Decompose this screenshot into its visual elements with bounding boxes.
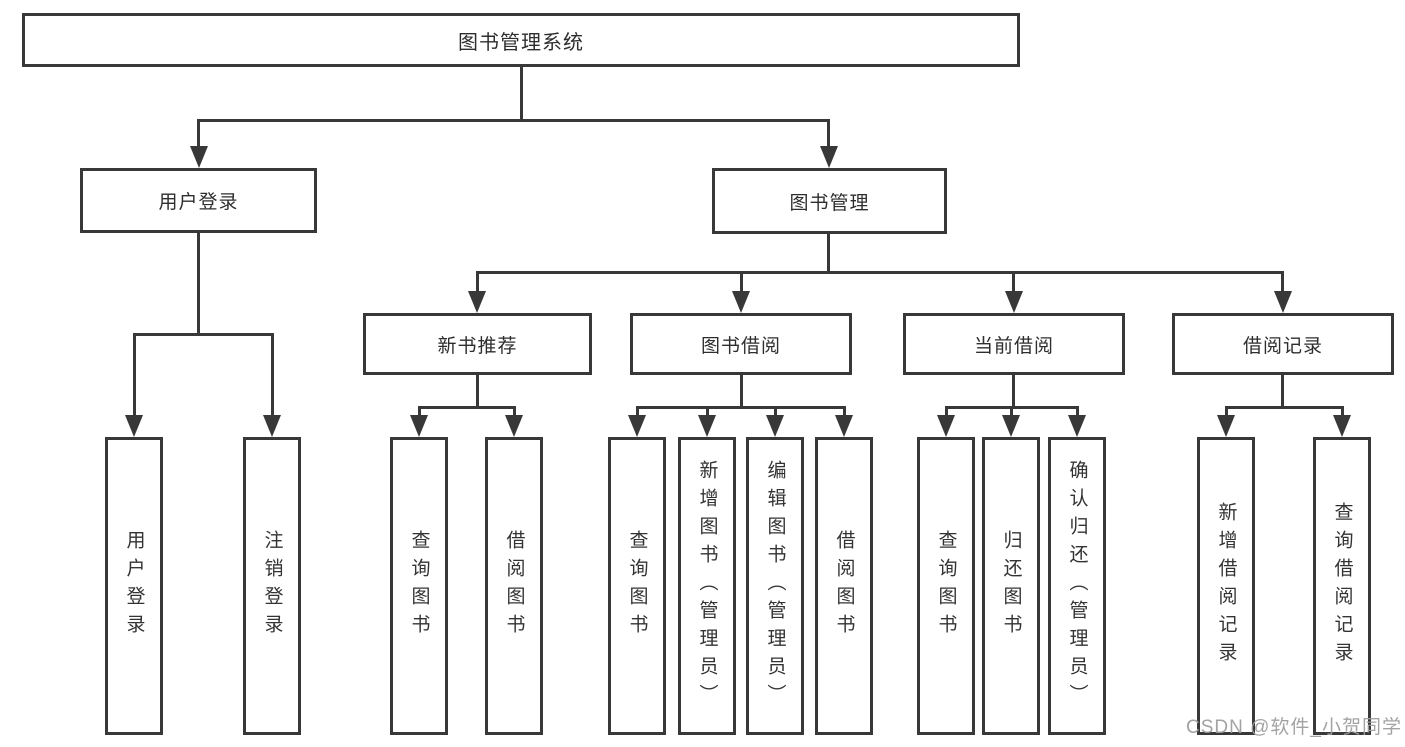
leaf-add-book-admin: 新增图书（管理员） [678, 437, 736, 735]
leaf-logout-label: 注销登录 [261, 530, 283, 642]
arrow-down-icon [1068, 415, 1086, 437]
arrow-down-icon [1217, 415, 1235, 437]
arrow-down-icon [766, 415, 784, 437]
arrow-down-icon [190, 146, 208, 168]
leaf-query-books-borrowing-label: 查询图书 [626, 530, 648, 642]
node-root: 图书管理系统 [22, 13, 1020, 67]
leaf-query-books-current-label: 查询图书 [935, 530, 957, 642]
leaf-user-login-label: 用户登录 [123, 530, 145, 642]
leaf-query-books-borrowing: 查询图书 [608, 437, 666, 735]
connector-line [945, 406, 948, 416]
arrow-down-icon [835, 415, 853, 437]
connector-line [133, 333, 136, 416]
arrow-down-icon [820, 146, 838, 168]
arrow-down-icon [698, 415, 716, 437]
connector-line [843, 406, 846, 416]
connector-line [636, 406, 846, 409]
leaf-return-book: 归还图书 [982, 437, 1040, 735]
leaf-confirm-return-admin: 确认归还（管理员） [1048, 437, 1106, 735]
connector-line [513, 406, 516, 416]
leaf-borrow-books-borrowing: 借阅图书 [815, 437, 873, 735]
connector-line [133, 333, 274, 336]
arrow-down-icon [732, 291, 750, 313]
leaf-logout: 注销登录 [243, 437, 301, 735]
connector-line [197, 233, 200, 334]
leaf-query-books-recommend-label: 查询图书 [408, 530, 430, 642]
node-book-borrowing-label: 图书借阅 [700, 335, 781, 357]
node-new-book-recommend-label: 新书推荐 [437, 335, 518, 357]
connector-line [1341, 406, 1344, 416]
arrow-down-icon [125, 415, 143, 437]
connector-line [1012, 271, 1015, 293]
leaf-borrow-books-recommend: 借阅图书 [485, 437, 543, 735]
connector-line [1010, 406, 1013, 416]
connector-line [418, 406, 421, 416]
connector-line [740, 271, 743, 293]
connector-line [197, 119, 830, 122]
leaf-borrow-books-borrowing-label: 借阅图书 [833, 530, 855, 642]
node-root-label: 图书管理系统 [458, 31, 584, 54]
arrow-down-icon [1274, 291, 1292, 313]
arrow-down-icon [468, 291, 486, 313]
watermark-text: CSDN @软件_小贺同学 [1186, 717, 1402, 738]
connector-line [418, 406, 516, 409]
arrow-down-icon [937, 415, 955, 437]
leaf-return-book-label: 归还图书 [1000, 530, 1022, 642]
connector-line [1281, 375, 1284, 407]
leaf-edit-book-admin: 编辑图书（管理员） [746, 437, 804, 735]
node-user-login-label: 用户登录 [158, 192, 239, 213]
connector-line [827, 234, 830, 273]
connector-line [740, 375, 743, 407]
leaf-query-borrow-record-label: 查询借阅记录 [1331, 502, 1353, 670]
arrow-down-icon [1002, 415, 1020, 437]
leaf-user-login: 用户登录 [105, 437, 163, 735]
connector-line [476, 271, 479, 293]
leaf-add-borrow-record-label: 新增借阅记录 [1215, 502, 1237, 670]
arrow-down-icon [263, 415, 281, 437]
connector-line [774, 406, 777, 416]
node-borrowing-records: 借阅记录 [1172, 313, 1394, 375]
connector-line [1225, 406, 1228, 416]
arrow-down-icon [1005, 291, 1023, 313]
connector-line [636, 406, 639, 416]
connector-line [476, 375, 479, 407]
connector-line [520, 67, 523, 120]
node-new-book-recommend: 新书推荐 [363, 313, 592, 375]
connector-line [197, 119, 200, 147]
connector-line [1012, 375, 1015, 407]
node-borrowing-records-label: 借阅记录 [1242, 335, 1323, 357]
connector-line [827, 119, 830, 147]
leaf-add-book-admin-label: 新增图书（管理员） [696, 460, 718, 712]
arrow-down-icon [410, 415, 428, 437]
arrow-down-icon [1333, 415, 1351, 437]
node-current-borrowing-label: 当前借阅 [973, 335, 1054, 357]
arrow-down-icon [628, 415, 646, 437]
node-book-management-label: 图书管理 [789, 192, 870, 214]
leaf-add-borrow-record: 新增借阅记录 [1197, 437, 1255, 735]
leaf-borrow-books-recommend-label: 借阅图书 [503, 530, 525, 642]
leaf-query-books-recommend: 查询图书 [390, 437, 448, 735]
node-user-login: 用户登录 [80, 168, 317, 233]
connector-line [1076, 406, 1079, 416]
leaf-query-books-current: 查询图书 [917, 437, 975, 735]
leaf-confirm-return-admin-label: 确认归还（管理员） [1066, 460, 1088, 712]
connector-line [1281, 271, 1284, 293]
arrow-down-icon [505, 415, 523, 437]
connector-line [271, 333, 274, 416]
leaf-edit-book-admin-label: 编辑图书（管理员） [764, 460, 786, 712]
leaf-query-borrow-record: 查询借阅记录 [1313, 437, 1371, 735]
node-book-borrowing: 图书借阅 [630, 313, 852, 375]
connector-line [1225, 406, 1344, 409]
connector-line [476, 271, 1284, 274]
node-current-borrowing: 当前借阅 [903, 313, 1125, 375]
connector-line [706, 406, 709, 416]
node-book-management: 图书管理 [712, 168, 947, 234]
